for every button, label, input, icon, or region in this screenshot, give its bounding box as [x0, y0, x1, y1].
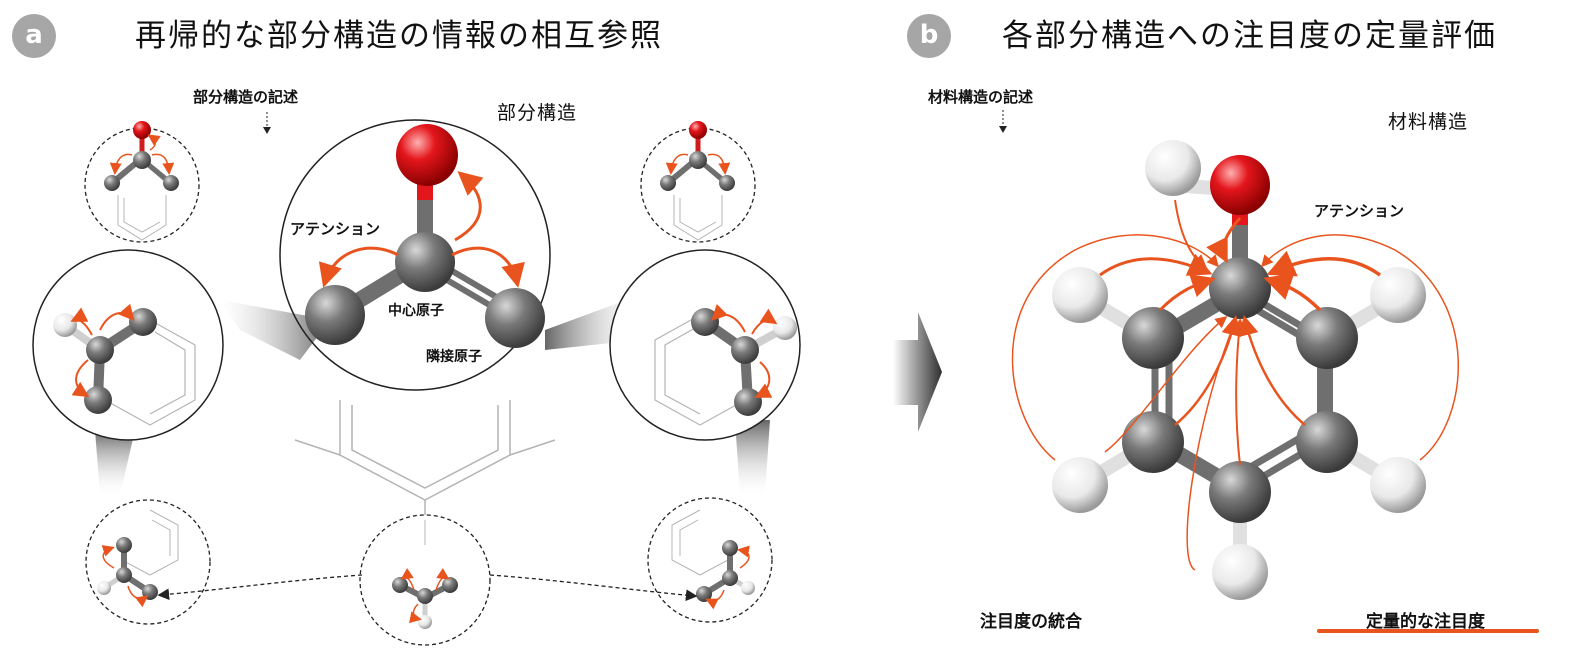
panel-a-title: 再帰的な部分構造の情報の相互参照 — [135, 18, 663, 54]
phenol-atoms — [1052, 140, 1426, 600]
bottom-center-molecule — [392, 520, 458, 629]
substructure-description-label: 部分構造の記述 — [193, 88, 299, 106]
panel-b-title: 各部分構造への注目度の定量評価 — [1002, 18, 1497, 54]
quantitative-underline — [1317, 629, 1539, 633]
right-zoom-circle — [609, 249, 801, 441]
material-structure-label: 材料構造 — [1388, 111, 1469, 133]
panel-b-badge: b — [907, 14, 951, 58]
bottom-left-molecule — [97, 509, 179, 608]
attention-arrows — [1011, 199, 1460, 571]
beam-left-bottom — [95, 430, 135, 495]
attention-label-a: アテンション — [290, 220, 381, 238]
left-molecule — [53, 303, 196, 426]
center-zoom-circle — [279, 119, 551, 391]
bottom-right-dashed-circle — [647, 497, 773, 623]
right-molecule — [654, 303, 797, 426]
dashed-connector-left — [157, 574, 363, 601]
panel-a: a 再帰的な部分構造の情報の相互参照 — [12, 14, 801, 646]
material-description-label: 材料構造の記述 — [928, 88, 1034, 106]
bottom-right-molecule — [671, 509, 755, 610]
center-atom-label: 中心原子 — [388, 303, 444, 319]
center-molecule — [305, 124, 545, 348]
beam-right-bottom — [735, 420, 770, 495]
panel-b: b 各部分構造への注目度の定量評価 — [895, 0, 1570, 650]
beam-left — [220, 300, 330, 360]
panel-a-badge: a — [12, 14, 56, 58]
bottom-left-dashed-circle — [85, 499, 211, 625]
panel-a-diagram — [32, 112, 801, 646]
top-right-molecule — [660, 121, 735, 241]
substructure-label: 部分構造 — [497, 102, 578, 124]
neighbor-atom-label: 隣接原子 — [426, 349, 482, 365]
attention-label-b: アテンション — [1314, 202, 1405, 220]
attention-integration-label: 注目度の統合 — [980, 612, 1082, 632]
quantitative-attention-label: 定量的な注目度 — [1366, 612, 1485, 632]
panel-b-diagram — [999, 110, 1460, 600]
bottom-center-dashed-circle — [359, 514, 491, 646]
top-left-molecule — [104, 121, 179, 241]
